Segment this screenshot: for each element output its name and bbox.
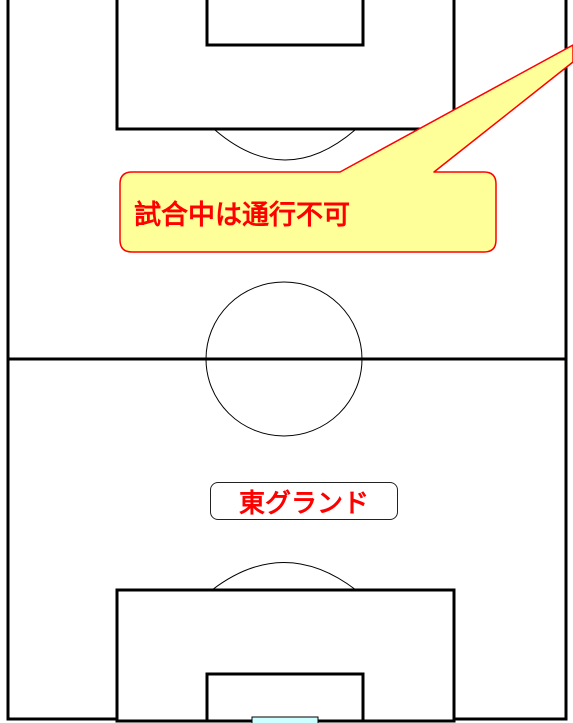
top-goal-area — [205, 0, 365, 47]
bottom-penalty-arc — [211, 562, 357, 591]
east-ground-label: 東グランド — [210, 482, 398, 520]
center-circle — [205, 281, 363, 437]
top-penalty-arc — [214, 129, 356, 161]
no-passage-callout-text: 試合中は通行不可 — [134, 199, 350, 231]
callout-bubble — [119, 44, 573, 253]
bottom-goal-area — [205, 672, 365, 723]
bottom-gate — [251, 716, 319, 723]
